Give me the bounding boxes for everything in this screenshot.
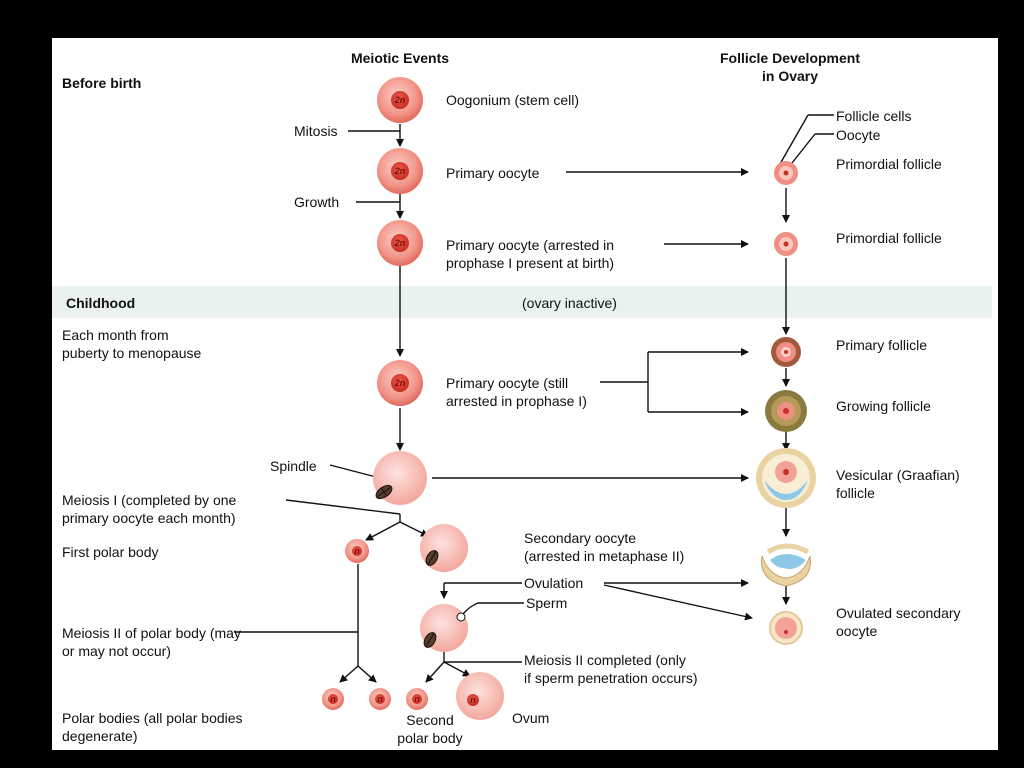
arrow-to-second-polar (425, 661, 445, 683)
primary-oocyte-cell: 2n (377, 148, 423, 194)
growth-label: Growth (294, 194, 340, 210)
second-polar-body-label: Second polar body (397, 712, 463, 746)
spindle-icon (375, 484, 393, 500)
primary-follicle-label: Primary follicle (836, 337, 928, 353)
svg-text:2n: 2n (394, 166, 406, 176)
growing-follicle-label: Growing follicle (836, 398, 931, 414)
spindle-icon-3 (423, 632, 437, 648)
second-polar-body-cell: n (406, 688, 428, 710)
stage-each-month: Each month from puberty to menopause (62, 327, 202, 361)
ovulated-secondary-oocyte-label: Ovulated secondary oocyte (836, 605, 961, 639)
ovulated-secondary-oocyte (769, 611, 803, 645)
arrow-to-ovum (443, 661, 471, 677)
stage-childhood: Childhood (66, 295, 136, 311)
primary-oocyte-label: Primary oocyte (446, 165, 540, 181)
polar-body-left: n (322, 688, 344, 710)
spindle-cell (373, 451, 427, 505)
svg-text:n: n (377, 694, 383, 704)
primordial-follicle-label-2: Primordial follicle (836, 230, 942, 246)
meiosis-one-label: Meiosis I (completed by one primary oocy… (62, 492, 237, 526)
primary-oocyte-arrested-label: Primary oocyte (arrested in prophase I p… (446, 237, 615, 271)
mitosis-label: Mitosis (294, 123, 338, 139)
polar-body-right: n (369, 688, 391, 710)
first-polar-body-cell: n (345, 539, 369, 563)
primordial-follicle-2 (774, 232, 798, 256)
spindle-label: Spindle (270, 458, 317, 474)
svg-text:n: n (470, 695, 476, 705)
vesicular-follicle-label: Vesicular (Graafian) follicle (836, 467, 960, 501)
svg-text:n: n (354, 546, 360, 556)
leader-sperm (462, 602, 524, 615)
leader-meiosis-one (285, 499, 401, 515)
fertilized-oocyte-cell (420, 604, 468, 652)
secondary-oocyte-label: Secondary oocyte (arrested in metaphase … (524, 530, 685, 564)
stage-before-birth: Before birth (62, 75, 142, 91)
primary-oocyte-still-arrested-label: Primary oocyte (still arrested in propha… (446, 375, 587, 409)
follicle-cells-label: Follicle cells (836, 108, 912, 124)
primordial-follicle-1 (774, 161, 798, 185)
childhood-band (52, 286, 992, 318)
diagram-panel (52, 38, 998, 750)
svg-text:2n: 2n (394, 95, 406, 105)
primary-follicle (771, 337, 801, 367)
polar-bodies-label: Polar bodies (all polar bodies degenerat… (62, 710, 243, 744)
ovary-inactive-label: (ovary inactive) (522, 295, 617, 311)
oocyte-label: Oocyte (836, 127, 881, 143)
arrow-to-first-polar (365, 521, 401, 541)
growing-follicle (765, 390, 807, 432)
sperm-icon (456, 612, 466, 622)
oogonium-cell: 2n (377, 77, 423, 123)
arrow-polar-left (339, 665, 359, 683)
svg-text:n: n (414, 694, 420, 704)
primary-oocyte-arrested-cell: 2n (377, 220, 423, 266)
oogonium-label: Oogonium (stem cell) (446, 92, 580, 108)
meiosis-two-polar-label: Meiosis II of polar body (may or may not… (62, 625, 241, 659)
primary-oocyte-still-arrested-cell: 2n (377, 360, 423, 406)
vesicular-follicle (756, 448, 816, 508)
leader-oocyte-b (787, 133, 816, 169)
connector-lines (234, 114, 834, 683)
ovum-cell: n (456, 672, 504, 720)
leader-follicle-cells-b (779, 114, 809, 165)
ruptured-follicle (761, 543, 811, 587)
primordial-follicle-label-1: Primordial follicle (836, 156, 942, 172)
spindle-icon-2 (425, 550, 439, 566)
ovum-label: Ovum (512, 710, 550, 726)
first-polar-body-label: First polar body (62, 544, 159, 560)
ovulation-label: Ovulation (524, 575, 584, 591)
svg-text:2n: 2n (394, 378, 406, 388)
leader-spindle (329, 464, 381, 479)
arrow-ovulation-diag (603, 584, 753, 621)
meiosis-two-completed-label: Meiosis II completed (only if sperm pene… (524, 652, 698, 686)
arrow-to-secondary (399, 521, 429, 537)
svg-text:n: n (330, 694, 336, 704)
meiotic-events-header: Meiotic Events (350, 50, 450, 66)
arrow-polar-right (357, 665, 377, 683)
secondary-oocyte-cell (420, 524, 468, 572)
follicle-development-header: Follicle Development in Ovary (719, 50, 861, 84)
sperm-label: Sperm (526, 595, 568, 611)
svg-text:2n: 2n (394, 238, 406, 248)
